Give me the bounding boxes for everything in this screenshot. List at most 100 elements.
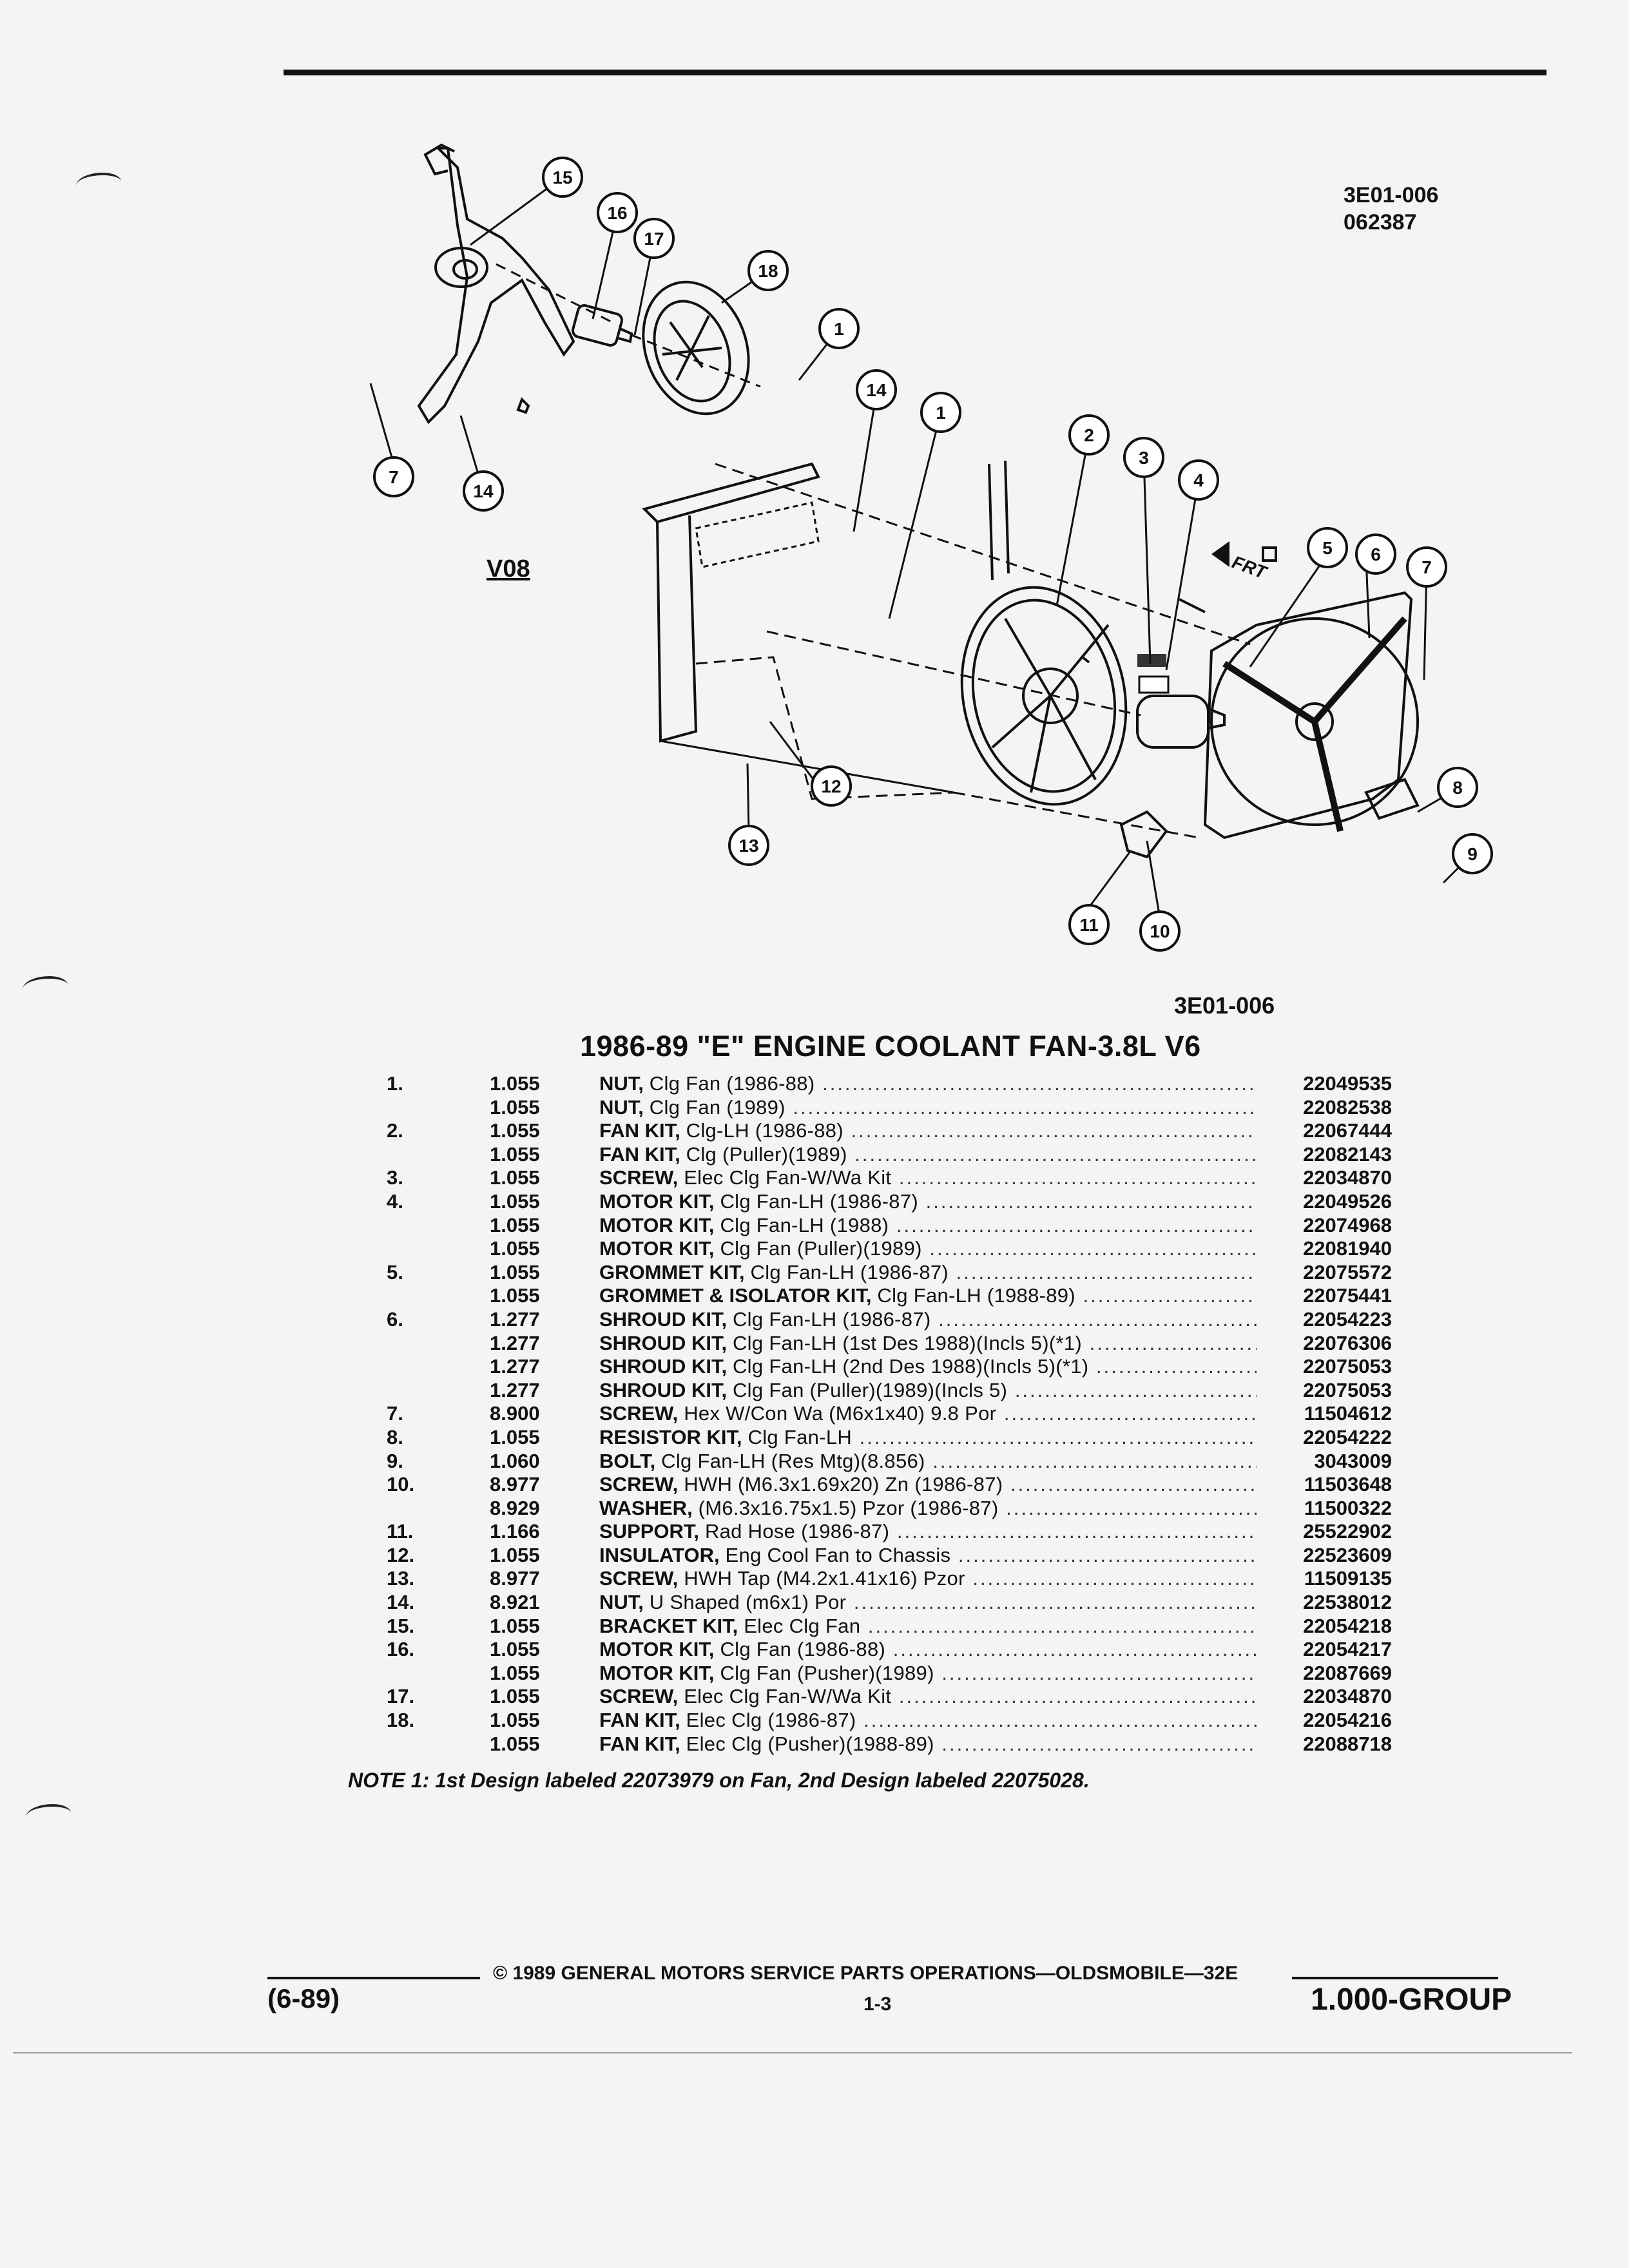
- leader-dots: ........................................…: [941, 1661, 1257, 1684]
- item-number: 14.: [387, 1591, 415, 1614]
- part-detail: Clg Fan-LH (1st Des 1988)(Incls 5)(*1): [727, 1331, 1083, 1354]
- front-direction-label: FRT: [1229, 552, 1271, 584]
- part-number: 22054216: [1303, 1709, 1392, 1732]
- callout-number: 10: [1150, 921, 1170, 941]
- part-detail: Clg Fan (Puller)(1989): [714, 1237, 922, 1260]
- callout-number: 11: [1079, 915, 1099, 935]
- callout-number: 2: [1084, 425, 1094, 445]
- leader-dots: ........................................…: [938, 1307, 1257, 1331]
- part-detail: Elec Clg Fan-W/Wa Kit: [678, 1166, 892, 1189]
- margin-mark: [76, 173, 121, 195]
- group-number: 1.055: [490, 1284, 540, 1307]
- group-number: 1.060: [490, 1449, 540, 1472]
- part-description: SHROUD KIT, Clg Fan (Puller)(1989)(Incls…: [599, 1379, 1257, 1403]
- motor-16-drawing: [571, 304, 624, 347]
- radiator-drawing: [642, 462, 820, 524]
- group-number: 8.921: [490, 1591, 540, 1614]
- part-description: MOTOR KIT, Clg Fan (Pusher)(1989) ......…: [599, 1662, 1257, 1686]
- part-detail: Clg Fan (1986-88): [643, 1072, 815, 1095]
- part-description: SCREW, Hex W/Con Wa (M6x1x40) 9.8 Por ..…: [599, 1402, 1257, 1426]
- leader-dots: ........................................…: [941, 1732, 1257, 1755]
- part-number: 22081940: [1303, 1237, 1392, 1260]
- part-number: 22075053: [1303, 1378, 1392, 1401]
- part-name: MOTOR KIT,: [599, 1213, 715, 1236]
- part-number: 11509135: [1304, 1567, 1392, 1590]
- part-name: FAN KIT,: [599, 1142, 680, 1166]
- scan-line: [13, 2052, 1572, 2053]
- part-number: 22074968: [1303, 1213, 1392, 1236]
- part-name: MOTOR KIT,: [599, 1237, 715, 1260]
- fan-18-drawing: [642, 280, 750, 416]
- group-number: 8.977: [490, 1473, 540, 1496]
- item-number: 7.: [387, 1402, 403, 1425]
- part-number: 22088718: [1303, 1732, 1392, 1755]
- callout-circle: [1139, 910, 1181, 952]
- group-number: 1.055: [490, 1095, 540, 1119]
- group-number: 1.055: [490, 1119, 540, 1142]
- revision-date: (6-89): [267, 1983, 340, 2013]
- item-number: 8.: [387, 1425, 403, 1448]
- leader-dots: ........................................…: [822, 1072, 1257, 1095]
- part-detail: Clg Fan (1986-88): [714, 1638, 886, 1661]
- group-number: 8.977: [490, 1567, 540, 1590]
- exploded-parts-diagram: FRT: [369, 143, 1493, 952]
- part-number: 22067444: [1303, 1119, 1392, 1142]
- front-arrow: [1211, 541, 1229, 567]
- callout-number: 3: [1139, 448, 1149, 468]
- part-description: FAN KIT, Clg (Puller)(1989) ............…: [599, 1143, 1257, 1167]
- group-number: 8.929: [490, 1496, 540, 1519]
- callout-circle: [542, 157, 583, 198]
- item-number: 13.: [387, 1567, 415, 1590]
- part-name: FAN KIT,: [599, 1709, 680, 1732]
- part-number: 22087669: [1303, 1661, 1392, 1684]
- part-name: FAN KIT,: [599, 1732, 680, 1755]
- part-description: SHROUD KIT, Clg Fan-LH (1st Des 1988)(In…: [599, 1332, 1257, 1356]
- part-description: INSULATOR, Eng Cool Fan to Chassis .....…: [599, 1544, 1257, 1568]
- part-name: SCREW,: [599, 1402, 679, 1425]
- leader-dots: ........................................…: [867, 1614, 1257, 1637]
- part-name: BRACKET KIT,: [599, 1614, 738, 1637]
- margin-mark: [23, 976, 68, 998]
- callout-number: 12: [821, 776, 841, 796]
- callout-number: 4: [1193, 470, 1204, 490]
- item-number: 17.: [387, 1685, 415, 1708]
- support-drawing: [1119, 810, 1168, 859]
- part-detail: Elec Clg (Pusher)(1988-89): [680, 1732, 934, 1755]
- part-detail: Eng Cool Fan to Chassis: [719, 1543, 951, 1566]
- group-number: 1.277: [490, 1331, 540, 1354]
- footnote: NOTE 1: 1st Design labeled 22073979 on F…: [348, 1769, 1090, 1792]
- part-name: SHROUD KIT,: [599, 1378, 728, 1401]
- part-number: 22075053: [1303, 1355, 1392, 1378]
- part-row: 1.055 MOTOR KIT, Clg Fan (Pusher)(1989) .…: [335, 1662, 1398, 1686]
- part-description: GROMMET & ISOLATOR KIT, Clg Fan-LH (1988…: [599, 1284, 1257, 1308]
- part-row: 1.277 SHROUD KIT, Clg Fan (Puller)(1989)(…: [335, 1379, 1398, 1403]
- leader-dots: ........................................…: [1003, 1402, 1257, 1425]
- figure-number-bottom: 3E01-006: [1174, 992, 1275, 1019]
- part-description: SUPPORT, Rad Hose (1986-87) ............…: [599, 1520, 1257, 1544]
- group-number: 1.055: [490, 1661, 540, 1684]
- item-number: 6.: [387, 1307, 403, 1331]
- part-detail: Clg Fan-LH (1988): [714, 1213, 889, 1236]
- part-detail: Clg Fan (Pusher)(1989): [714, 1661, 934, 1684]
- part-description: SHROUD KIT, Clg Fan-LH (1986-87) .......…: [599, 1308, 1257, 1332]
- item-number: 1.: [387, 1072, 403, 1095]
- leader-dots: ........................................…: [1096, 1355, 1257, 1378]
- group-code: 1.000-GROUP: [1311, 1983, 1512, 2017]
- leader-dots: ........................................…: [932, 1449, 1257, 1472]
- leader-dots: ........................................…: [958, 1543, 1257, 1566]
- leader-dots: ........................................…: [892, 1638, 1257, 1661]
- callout-circle: [920, 392, 961, 433]
- callout-number: 5: [1322, 538, 1333, 558]
- bracket-drawing: [417, 147, 575, 425]
- part-description: SCREW, Elec Clg Fan-W/Wa Kit ...........…: [599, 1166, 1257, 1190]
- group-number: 1.277: [490, 1378, 540, 1401]
- part-number: 22082538: [1303, 1095, 1392, 1119]
- item-number: 15.: [387, 1614, 415, 1637]
